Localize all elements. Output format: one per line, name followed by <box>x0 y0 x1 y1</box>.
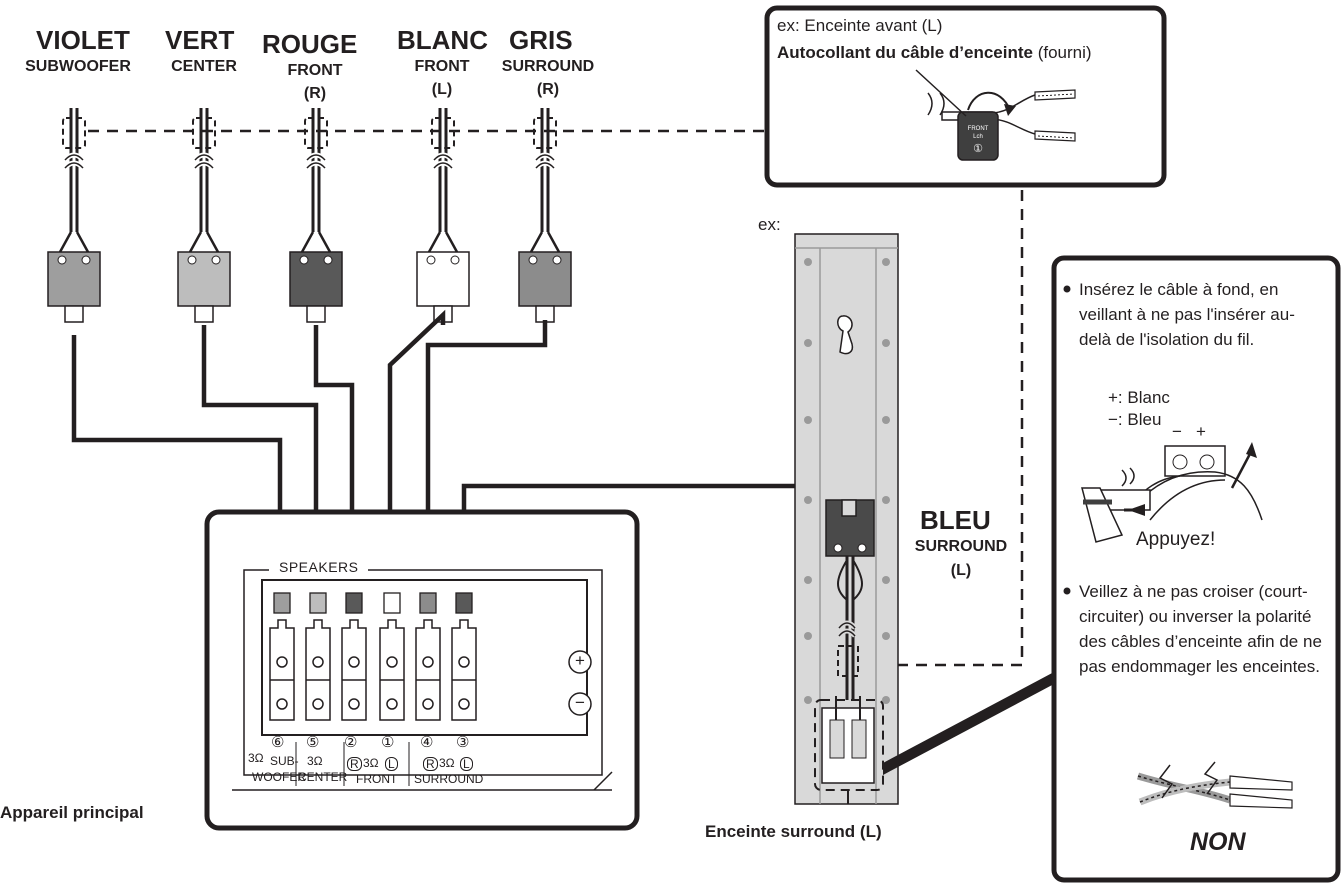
cable-color-bleu: BLEU <box>920 505 991 535</box>
panel-surround-r: R <box>423 757 438 771</box>
sticker-title: Autocollant du câble d’enceinte (fourni) <box>777 44 1092 61</box>
speakers-panel-title: SPEAKERS <box>269 560 369 574</box>
main-unit <box>204 509 640 831</box>
note-minus-blue: −: Bleu <box>1108 410 1162 429</box>
cable-color-vert: VERT <box>165 25 235 55</box>
panel-center-label: CENTER <box>298 770 348 784</box>
panel-jack-3 <box>341 592 367 721</box>
note-no-label: NON <box>1190 828 1246 856</box>
routing-wires <box>71 309 853 530</box>
panel-jack-2 <box>305 592 331 721</box>
speakers-panel <box>243 569 603 776</box>
sticker-box <box>764 5 1167 188</box>
panel-ohm-front: 3Ω <box>363 756 379 770</box>
panel-ohm-sub: 3Ω <box>248 751 264 765</box>
note-plus-white: +: Blanc <box>1108 388 1170 407</box>
cable-side-front-l: (L) <box>431 81 453 98</box>
panel-jack-5 <box>415 592 441 721</box>
panel-surround-l: L <box>460 757 473 771</box>
cable-rouge <box>289 108 343 323</box>
sticker-title-bold: Autocollant du câble d’enceinte <box>777 43 1033 62</box>
cable-color-rouge: ROUGE <box>262 29 358 59</box>
panel-front-r: R <box>347 757 362 771</box>
note-press: Appuyez! <box>1136 529 1216 550</box>
cable-color-violet: VIOLET <box>36 25 130 55</box>
note-insert-fully: Insérez le câble à fond, en veillant à n… <box>1079 280 1295 349</box>
surround-speaker-caption: Enceinte surround (L) <box>705 822 882 841</box>
panel-num-2: ② <box>344 734 358 751</box>
cable-role-center: CENTER <box>171 58 237 75</box>
main-unit-caption: Appareil principal <box>0 803 144 822</box>
cable-color-blanc: BLANC <box>397 25 488 55</box>
note-terminal-minus: − <box>1172 422 1182 441</box>
panel-num-3: ③ <box>456 734 470 751</box>
sticker-title-rest: (fourni) <box>1032 43 1092 62</box>
panel-num-6: ⑥ <box>271 734 285 751</box>
cable-vert <box>177 108 231 323</box>
panel-surround-label: SURROUND <box>414 772 484 786</box>
cable-violet <box>47 108 101 323</box>
cable-side-surround-r: (R) <box>536 81 560 98</box>
sticker-example-label: ex: Enceinte avant (L) <box>777 16 943 35</box>
cable-role-surround-r: SURROUND <box>501 58 595 75</box>
note-polarity-warning: Veillez à ne pas croiser (court-circuite… <box>1079 582 1322 676</box>
cable-side-surround-l: (L) <box>950 562 972 579</box>
note-terminal-plus: + <box>1196 422 1206 441</box>
panel-woofer-label: WOOFER <box>252 770 306 784</box>
cable-gris <box>518 108 572 323</box>
panel-jack-1 <box>269 592 295 721</box>
surround-speaker <box>794 233 899 805</box>
example-label: ex: <box>758 215 781 234</box>
notes-box <box>1051 255 1341 883</box>
panel-front-l: L <box>385 757 398 771</box>
keyhole-icon <box>837 315 854 355</box>
panel-num-1: ① <box>381 734 395 751</box>
speaker-cables <box>47 108 572 323</box>
sticker-tag-num: ① <box>973 143 983 155</box>
panel-jack-4 <box>379 592 405 721</box>
zoom-pointer <box>883 672 1054 775</box>
panel-ohm-center: 3Ω <box>307 754 323 768</box>
cable-blanc <box>416 108 470 323</box>
panel-front-label: FRONT <box>356 772 398 786</box>
cable-role-surround-l: SURROUND <box>914 538 1008 555</box>
cable-role-front-l: FRONT <box>414 58 470 75</box>
cable-role-subwoofer: SUBWOOFER <box>25 58 131 75</box>
panel-sub-label: SUB- <box>270 754 299 768</box>
panel-minus-label: − <box>575 693 585 712</box>
terminal-minus-mark <box>568 692 592 716</box>
cable-color-gris: GRIS <box>509 25 573 55</box>
panel-num-5: ⑤ <box>306 734 320 751</box>
panel-jack-6 <box>451 592 477 721</box>
panel-ohm-surround: 3Ω <box>439 756 455 770</box>
cable-side-front-r: (R) <box>303 85 327 102</box>
cable-role-front-r: FRONT <box>287 62 343 79</box>
terminal-plus-mark <box>568 650 592 674</box>
sticker-tag <box>957 111 999 161</box>
panel-plus-label: + <box>575 651 585 670</box>
sticker-tag-line2: Lch <box>973 134 983 140</box>
leader-lines <box>88 129 1024 667</box>
panel-num-4: ④ <box>420 734 434 751</box>
sticker-tag-line1: FRONT <box>967 126 989 132</box>
